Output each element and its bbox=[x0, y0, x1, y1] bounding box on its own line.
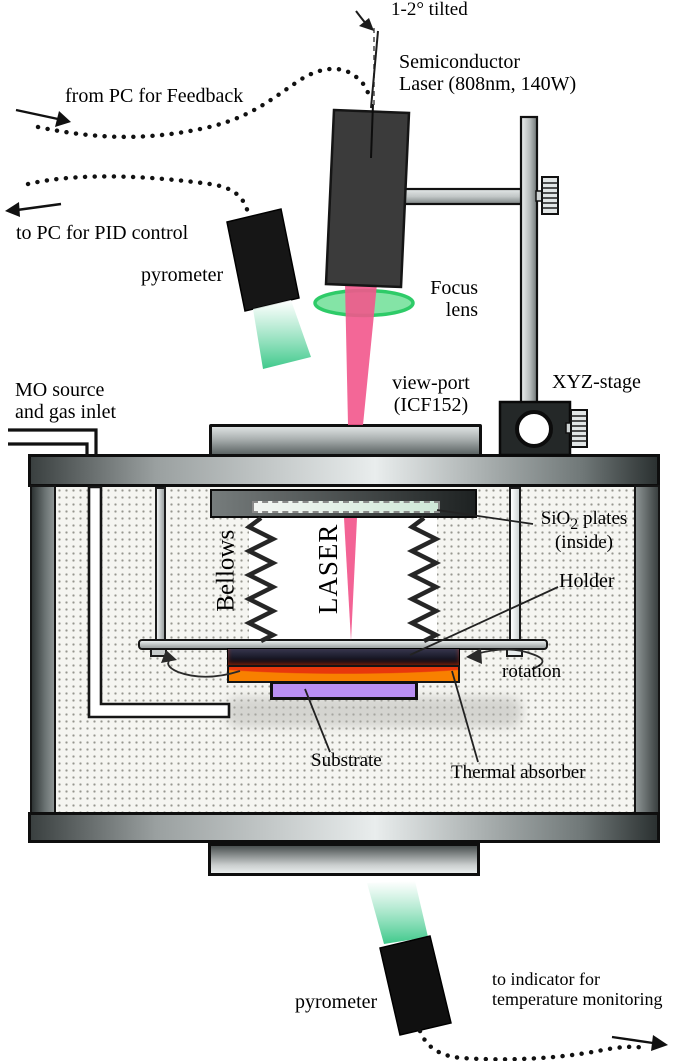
rotation-arrow-left bbox=[161, 650, 241, 678]
stage-clamp-hole bbox=[515, 410, 553, 448]
pid-label: to PC for PID control bbox=[16, 222, 189, 244]
pyrometer-top-body bbox=[226, 208, 300, 312]
tilt-label: 1-2° tilted bbox=[391, 0, 468, 20]
rotation-label: rotation bbox=[502, 661, 562, 682]
sio2-label: SiO2 plates (inside) bbox=[531, 508, 637, 554]
indicator-label: to indicator for temperature monitoring bbox=[492, 969, 663, 1010]
sio2-plates-word: plates bbox=[578, 508, 628, 529]
sio2-formula: SiO bbox=[540, 508, 571, 529]
laser-beam-label: LASER bbox=[313, 523, 344, 615]
laser-label-line2: Laser (808nm, 140W) bbox=[399, 73, 577, 95]
sio2-label-line1: SiO2 plates bbox=[531, 508, 637, 533]
chamber-bottom-flange bbox=[28, 812, 660, 843]
bellows-right bbox=[406, 516, 442, 644]
gas-inlet-pipe-internal bbox=[87, 485, 231, 719]
substrate-haze bbox=[226, 697, 522, 727]
substrate-pointer-line bbox=[304, 688, 331, 753]
pyrometer-bottom-label: pyrometer bbox=[295, 991, 378, 1013]
tilted-axis-line bbox=[370, 30, 379, 109]
laser-head bbox=[324, 108, 411, 289]
viewport-label-line2: (ICF152) bbox=[393, 394, 469, 416]
feedback-arrow bbox=[15, 108, 71, 127]
laser-label-line1: Semiconductor bbox=[399, 51, 521, 73]
laser-axis-mark bbox=[370, 103, 374, 159]
sio2-label-line2: (inside) bbox=[554, 532, 614, 554]
holder-pointer-line bbox=[409, 586, 559, 656]
indicator-label-line2: temperature monitoring bbox=[492, 988, 663, 1009]
tilt-arrow bbox=[355, 10, 374, 31]
indicator-label-line1: to indicator for bbox=[492, 969, 600, 989]
xyz-stage-base-block bbox=[498, 400, 572, 457]
mo-source-label: MO source and gas inlet bbox=[15, 379, 116, 423]
pid-signal-dotted-path bbox=[25, 174, 251, 216]
pyrometer-top-cone bbox=[253, 300, 311, 369]
sio2-pointer-line bbox=[436, 509, 534, 525]
rotation-arrow-right bbox=[466, 648, 544, 670]
mo-inlet-pipe-inner bbox=[8, 442, 89, 456]
focus-lens-label: Focus lens bbox=[398, 277, 478, 321]
bellows-label: Bellows bbox=[212, 529, 240, 612]
bellows-inner-column bbox=[249, 518, 437, 639]
mo-source-label-line1: MO source bbox=[15, 379, 105, 401]
laser-beam-upper bbox=[345, 283, 377, 425]
mo-inlet-pipe-outer bbox=[8, 428, 98, 456]
feedback-label: from PC for Feedback bbox=[65, 85, 244, 107]
sio2-plate bbox=[252, 501, 440, 513]
substrate-label: Substrate bbox=[311, 750, 382, 771]
sio2-subscript: 2 bbox=[570, 515, 579, 533]
pyrometer-bottom-body bbox=[379, 935, 452, 1036]
thermal-absorber-label: Thermal absorber bbox=[451, 762, 586, 783]
focus-lens-label-line1: Focus bbox=[430, 277, 478, 299]
absorber-pointer-line bbox=[451, 670, 479, 763]
xyz-stage-knob-upper bbox=[535, 176, 559, 215]
chamber-top-flange bbox=[28, 454, 660, 487]
pyrometer-top-label: pyrometer bbox=[141, 264, 224, 286]
xyz-stage-knob-lower bbox=[565, 409, 588, 448]
xyz-stage-label: XYZ-stage bbox=[552, 371, 641, 393]
indicator-arrow bbox=[611, 1035, 668, 1051]
pyrometer-bottom-cone bbox=[367, 881, 428, 944]
bellows-left bbox=[243, 516, 279, 644]
viewport-label-line1: view-port bbox=[392, 372, 470, 394]
pid-arrow bbox=[5, 202, 62, 217]
chamber-left-wall bbox=[30, 485, 56, 814]
holder-label: Holder bbox=[559, 570, 615, 592]
laser-beam-in-chamber bbox=[344, 518, 357, 641]
bottom-viewport-port bbox=[208, 843, 480, 876]
temperature-signal-dotted-path bbox=[417, 1028, 651, 1061]
stage-arm bbox=[401, 187, 527, 206]
mo-source-label-line2: and gas inlet bbox=[15, 401, 117, 423]
xyz-stage-rod bbox=[519, 115, 539, 406]
focus-lens-label-line2: lens bbox=[445, 299, 478, 321]
viewport-label: view-port (ICF152) bbox=[375, 372, 487, 416]
